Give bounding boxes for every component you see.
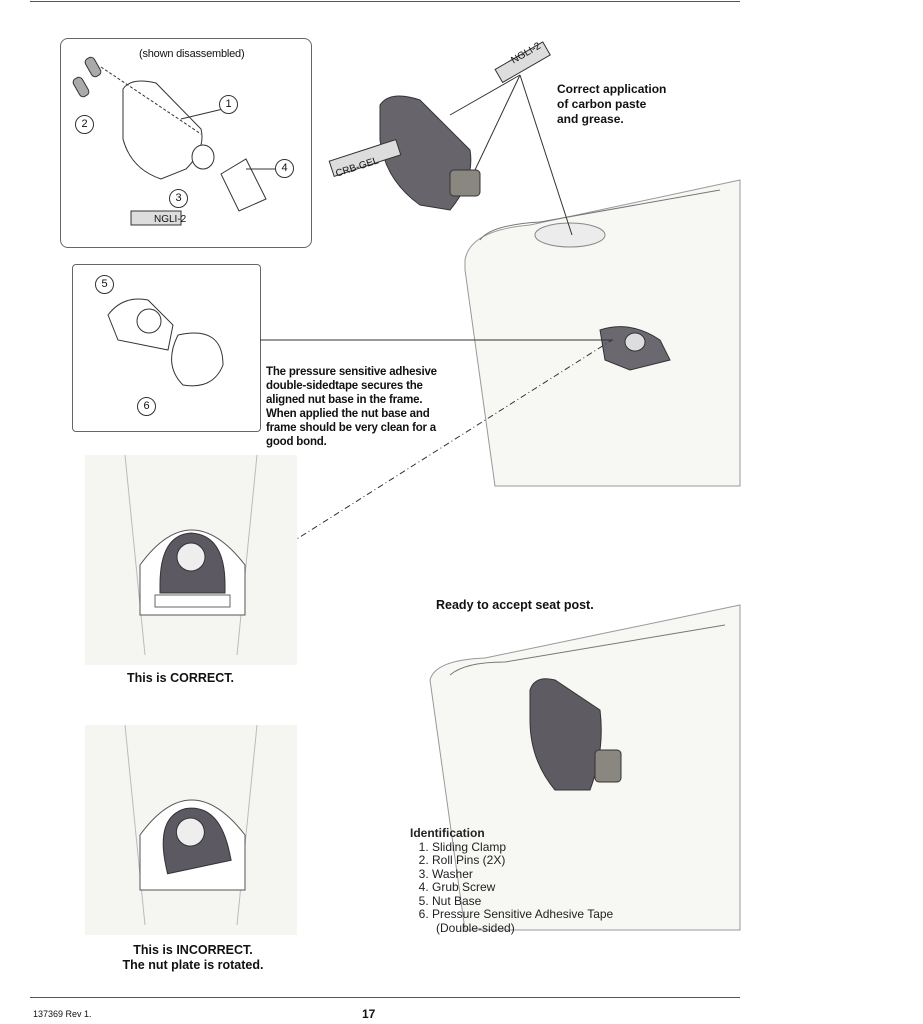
caption-line: and grease. [557,112,624,126]
ident-item: Nut Base [432,894,613,909]
ident-item-sub: (Double-sided) [436,920,515,935]
note-line: When applied the nut base and [266,408,430,420]
top-rule [30,1,740,2]
adhesive-note: The pressure sensitive adhesive double-s… [266,365,437,449]
nut-base-drawing [107,298,613,387]
note-line: aligned nut base in the frame. [266,394,423,406]
note-line: The pressure sensitive adhesive [266,366,437,378]
ident-item: Sliding Clamp [432,840,613,855]
incorrect-installation-illustration [85,724,297,935]
ngli-tube-label: NGLI-2 [154,214,187,225]
incorrect-caption: This is INCORRECT. The nut plate is rota… [108,943,278,973]
page-number: 17 [362,1007,376,1021]
incorrect-caption-line: This is INCORRECT. [133,943,253,957]
ident-item: Grub Screw [432,880,613,895]
ident-item: Pressure Sensitive Adhesive Tape(Double-… [432,907,614,935]
note-line: double-sidedtape secures the [266,380,423,392]
clamp-exploded-drawing [72,56,276,226]
identification-title: Identification [410,826,485,840]
disassembled-caption: (shown disassembled) [139,48,245,60]
footer-rule [30,997,740,998]
callout-5: 5 [95,275,114,294]
callout-1: 1 [219,95,238,114]
incorrect-caption-line: The nut plate is rotated. [122,958,264,972]
note-line: good bond. [266,436,327,448]
nut-base-figure-box: 5 6 [72,264,613,432]
ident-item-text: Pressure Sensitive Adhesive Tape [432,907,614,921]
ident-item: Roll Pins (2X) [432,853,613,868]
frame-top-illustration [328,41,741,487]
callout-2: 2 [75,115,94,134]
disassembled-figure-box: (shown disassembled) 1 2 3 4 NGLI-2 [60,38,312,248]
correct-caption: This is CORRECT. [127,671,234,685]
ident-item: Washer [432,867,613,882]
identification-list: Identification Sliding Clamp Roll Pins (… [410,826,614,935]
grease-caption: Correct application of carbon paste and … [557,82,666,127]
ready-caption: Ready to accept seat post. [436,598,594,612]
callout-6: 6 [137,397,156,416]
assembled-clamp-illustration [429,604,741,931]
doc-number: 137369 Rev 1. [33,1009,92,1019]
caption-line: of carbon paste [557,97,647,111]
correct-installation-illustration [85,454,297,665]
note-line: frame should be very clean for a [266,422,436,434]
caption-line: Correct application [557,82,667,96]
callout-3: 3 [169,189,188,208]
callout-4: 4 [275,159,294,178]
